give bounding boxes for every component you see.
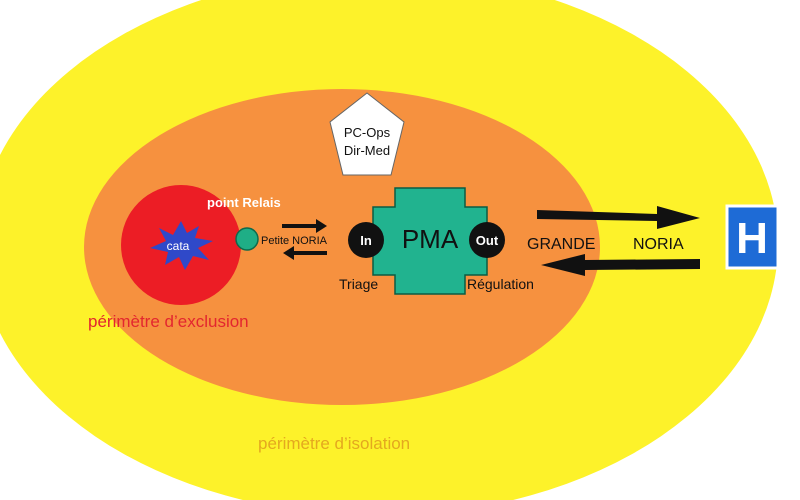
grande-label: GRANDE (527, 236, 595, 253)
grande-noria-arrow-right (537, 206, 700, 229)
triage-label: Triage (339, 276, 378, 292)
pma-label: PMA (402, 224, 459, 254)
catastrophe-burst-icon (150, 221, 213, 270)
dir-med-label: Dir-Med (344, 143, 390, 158)
noria-label: NORIA (633, 236, 684, 253)
petite-noria-label: Petite NORIA (261, 235, 328, 247)
isolation-perimeter-label: périmètre d’isolation (258, 434, 410, 453)
intervention-zone (84, 89, 600, 405)
petite-noria-arrow-left (283, 246, 327, 260)
hospital-letter: H (736, 214, 768, 263)
regulation-label: Régulation (467, 276, 534, 292)
in-node (348, 222, 384, 258)
command-post-pentagon (329, 92, 405, 176)
point-relais-label: point Relais (207, 195, 281, 210)
grande-noria-arrow-left (541, 254, 700, 276)
relay-point-marker (235, 227, 259, 251)
pma-block (372, 187, 488, 295)
out-node (469, 222, 505, 258)
petite-noria-arrow-right (282, 219, 327, 233)
out-label: Out (476, 233, 499, 248)
exclusion-perimeter-label: périmètre d’exclusion (88, 312, 249, 331)
cata-label: cata (167, 239, 190, 253)
in-label: In (360, 233, 372, 248)
pc-ops-label: PC-Ops (344, 125, 391, 140)
hospital-icon (725, 204, 780, 270)
corner-background (640, 395, 800, 500)
